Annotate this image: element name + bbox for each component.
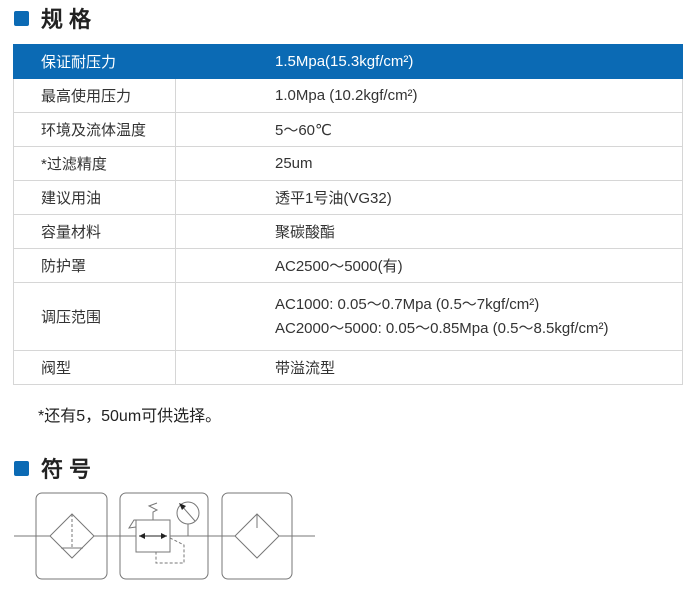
- table-row: 容量材料聚碳酸酯: [13, 214, 683, 249]
- heading-square-icon: [14, 10, 29, 26]
- spec-heading: 规格: [14, 2, 97, 34]
- heading-square-icon: [14, 460, 29, 476]
- regulator-gauge-symbol-icon: [119, 492, 209, 580]
- lubricator-symbol-icon: [221, 492, 293, 580]
- symbol-heading: 符号: [14, 452, 97, 484]
- table-row: 阀型带溢流型: [13, 350, 683, 385]
- table-row: 建议用油透平1号油(VG32): [13, 180, 683, 215]
- footnote: *还有5，50um可供选择。: [38, 408, 222, 425]
- filter-symbol-icon: [35, 492, 108, 580]
